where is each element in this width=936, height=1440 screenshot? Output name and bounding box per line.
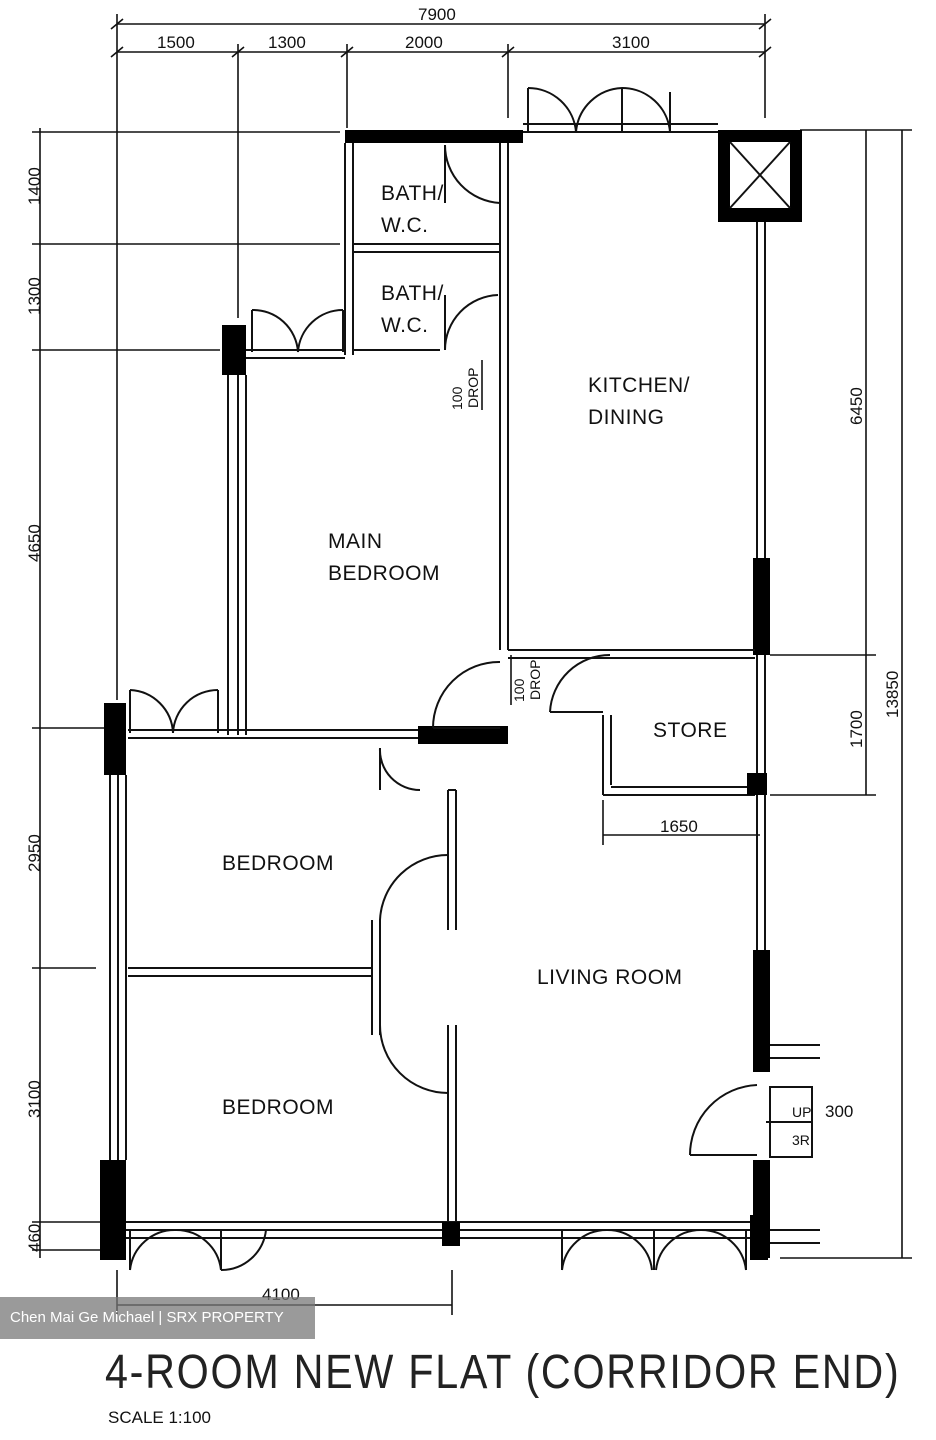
drop-1-value: 100 [449, 386, 465, 410]
dim-left-1: 1400 [25, 167, 44, 205]
plan-scale: SCALE 1:100 [108, 1408, 212, 1427]
watermark-text: Chen Mai Ge Michael | SRX PROPERTY [10, 1309, 284, 1326]
room-bath2-line1: BATH/ [381, 282, 444, 305]
dim-right-1: 6450 [847, 387, 866, 425]
right-dimensions: 6450 1700 13850 [770, 129, 912, 1259]
dim-right-total: 13850 [883, 671, 902, 718]
dim-left-3: 4650 [25, 524, 44, 562]
dim-left-5: 3100 [25, 1080, 44, 1118]
drop-2-label: DROP [527, 660, 543, 700]
riser-label: 3R [792, 1132, 810, 1148]
annotations: 100 DROP 100 DROP UP 300 3R [449, 360, 853, 1148]
room-bath2-line2: W.C. [381, 314, 429, 337]
walls [100, 123, 802, 1260]
room-bedroom-2: BEDROOM [222, 1096, 334, 1119]
dim-left-2: 1300 [25, 277, 44, 315]
dim-top-1: 1500 [157, 33, 195, 52]
room-kitchen-line1: KITCHEN/ [588, 374, 690, 397]
dim-store-width: 1650 [660, 817, 698, 836]
dim-top-2: 1300 [268, 33, 306, 52]
plan-title: 4-ROOM NEW FLAT (CORRIDOR END) [105, 1346, 901, 1399]
doors [129, 86, 820, 1272]
room-living: LIVING ROOM [537, 966, 683, 989]
top-dimensions: 7900 1500 1300 2000 3100 [110, 5, 772, 700]
dim-top-total: 7900 [418, 5, 456, 24]
up-value: 300 [825, 1102, 853, 1121]
dim-right-2: 1700 [847, 710, 866, 748]
dim-top-4: 3100 [612, 33, 650, 52]
drop-1-label: DROP [465, 368, 481, 408]
room-bath1-line1: BATH/ [381, 182, 444, 205]
store-dimension: 1650 [602, 800, 760, 845]
drop-2-value: 100 [511, 678, 527, 702]
room-bedroom-1: BEDROOM [222, 852, 334, 875]
room-labels: BATH/ W.C. BATH/ W.C. KITCHEN/ DINING MA… [222, 182, 727, 1119]
dim-left-6: 460 [25, 1224, 44, 1252]
room-main-bedroom-line1: MAIN [328, 530, 383, 553]
up-label: UP [792, 1104, 811, 1120]
watermark: Chen Mai Ge Michael | SRX PROPERTY [0, 1297, 315, 1339]
room-store: STORE [653, 719, 727, 742]
left-dimensions: 1400 1300 4650 2950 3100 460 [25, 128, 340, 1258]
room-bath1-line2: W.C. [381, 214, 429, 237]
room-main-bedroom-line2: BEDROOM [328, 562, 440, 585]
dim-left-4: 2950 [25, 834, 44, 872]
room-kitchen-line2: DINING [588, 406, 665, 429]
dim-top-3: 2000 [405, 33, 443, 52]
